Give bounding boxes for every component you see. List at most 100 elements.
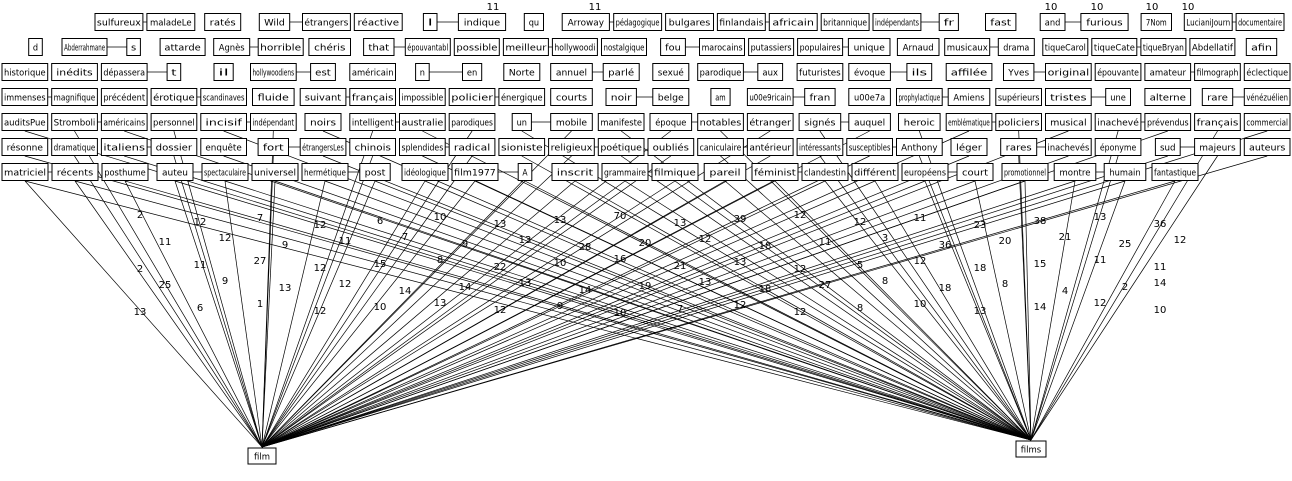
graph-node: fast — [985, 13, 1017, 31]
node-label: documentaire — [1238, 19, 1282, 29]
node-label: pédagogique — [616, 18, 660, 29]
node-label: tristes — [1050, 94, 1087, 104]
node-box — [1154, 138, 1181, 156]
graph-edge — [174, 180, 263, 448]
edge-weight-label: 9 — [462, 239, 468, 250]
node-box — [308, 38, 351, 56]
node-label: fran — [810, 94, 831, 104]
graph-node: européens — [901, 163, 949, 181]
graph-node: d — [28, 38, 43, 56]
edge-weight-label: 12 — [314, 220, 327, 231]
edge-weight-label: 18 — [974, 263, 987, 274]
node-label: épouvante — [1097, 68, 1139, 79]
node-box — [1003, 63, 1035, 81]
graph-node: fluide — [252, 88, 295, 106]
node-box — [597, 138, 645, 156]
node-label: auteu — [162, 169, 188, 179]
graph-node: Norte — [503, 63, 541, 81]
node-box — [746, 138, 794, 156]
edge-weight-label: 11 — [1094, 255, 1107, 266]
edge-weight-label: 20 — [999, 236, 1012, 247]
graph-node: hollywoodi — [551, 38, 598, 56]
node-label: Abderrahmane — [64, 44, 105, 54]
node-label: fort — [263, 144, 285, 154]
edge-weight-label: 12 — [194, 217, 207, 228]
graph-node: résonne — [1, 138, 49, 156]
node-label: Yves — [1007, 69, 1029, 79]
graph-node: l — [422, 13, 438, 31]
node-label: époque — [655, 118, 686, 129]
node-box — [647, 138, 695, 156]
graph-node: horrible — [257, 38, 304, 56]
node-box — [401, 163, 449, 181]
edge-weight-label: 25 — [1119, 239, 1132, 250]
node-box — [252, 88, 295, 106]
node-box — [399, 138, 446, 156]
graph-edge — [874, 180, 1032, 441]
node-box — [201, 163, 249, 181]
node-box — [349, 63, 396, 81]
node-box — [1001, 163, 1049, 181]
node-box — [200, 138, 248, 156]
node-label: u00e7a — [854, 94, 885, 104]
graph-edge — [261, 180, 726, 448]
edge-weight-label: 1 — [257, 299, 263, 310]
graph-node: Wild — [258, 13, 291, 31]
node-box — [1094, 138, 1142, 156]
graph-node: posthume — [101, 163, 149, 181]
graph-edge — [624, 180, 1032, 441]
graph-node: français — [349, 88, 396, 106]
node-box — [1140, 38, 1187, 56]
hub-label: film — [254, 453, 270, 463]
node-box — [1243, 113, 1291, 131]
node-box — [697, 113, 744, 131]
graph-node: éponyme — [1094, 138, 1142, 156]
graph-node: supérieurs — [995, 88, 1042, 106]
hub-node: film — [247, 447, 277, 465]
node-box — [1000, 138, 1038, 156]
node-label: policiers — [998, 119, 1040, 129]
node-label: qu — [529, 19, 539, 29]
node-label: manifeste — [600, 119, 642, 129]
node-box — [51, 138, 98, 156]
graph-node: matriciel — [1, 163, 49, 181]
node-label: alterne — [1150, 94, 1186, 104]
graph-node: tiqueCate — [1091, 38, 1138, 56]
edge-weight-label: 38 — [1034, 216, 1047, 227]
graph-node: énergique — [498, 88, 546, 106]
node-label: féminist — [754, 168, 796, 179]
edge-weight-label: 12 — [219, 233, 232, 244]
edge-weight-label: 28 — [579, 242, 592, 253]
node-label: pareil — [709, 169, 740, 179]
graph-node: n — [415, 63, 430, 81]
node-label: hermétique — [304, 168, 346, 179]
node-label: marocains — [702, 44, 744, 54]
node-box — [200, 88, 248, 106]
graph-edge — [261, 180, 276, 448]
graph-node: religieux — [548, 138, 595, 156]
graph-node: incisif — [200, 113, 248, 131]
graph-node: meilleur — [502, 38, 549, 56]
graph-edge — [224, 180, 263, 448]
graph-node: américain — [349, 63, 396, 81]
node-box — [146, 13, 196, 31]
edge-weight-label: 18 — [759, 241, 772, 252]
graph-edge — [223, 155, 1032, 441]
node-box — [1, 63, 49, 81]
node-box — [995, 113, 1042, 131]
node-label: A — [522, 169, 527, 179]
graph-node: époque — [649, 113, 693, 131]
graph-node: pareil — [703, 163, 747, 181]
node-label: indépendant — [252, 118, 294, 129]
node-label: dépassera — [103, 68, 145, 79]
graph-node: auditsPue — [1, 113, 49, 131]
node-box — [1053, 163, 1097, 181]
graph-node: prophylactique — [896, 88, 943, 106]
node-box — [448, 113, 496, 131]
node-box — [100, 63, 148, 81]
graph-edge — [261, 180, 1076, 448]
node-label: historique — [4, 69, 46, 79]
graph-node: réactive — [353, 13, 403, 31]
graph-node: précédent — [100, 88, 148, 106]
node-label: tiqueCarol — [1045, 44, 1086, 54]
